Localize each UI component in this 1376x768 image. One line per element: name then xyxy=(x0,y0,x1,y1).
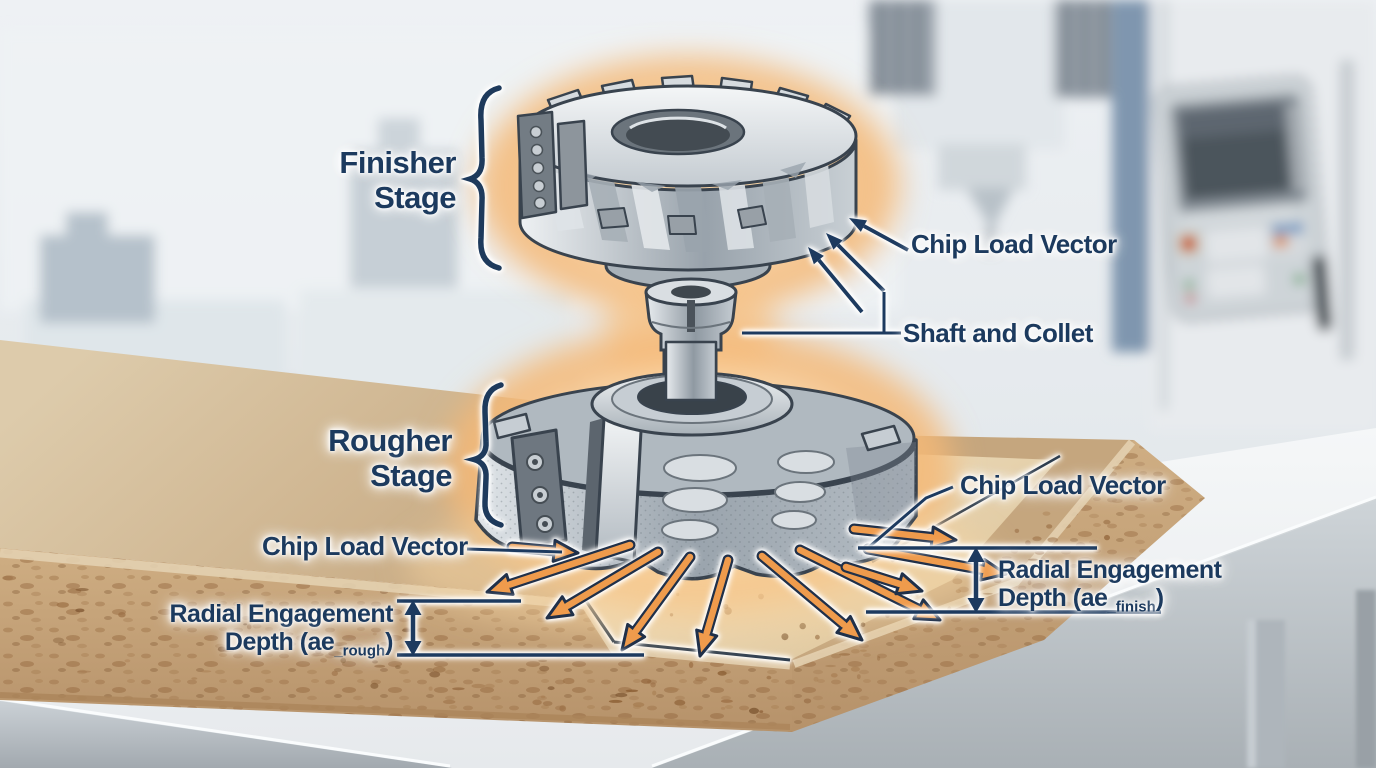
chip-load-arrow xyxy=(485,539,636,596)
finisher-chip-load-arrow xyxy=(849,218,909,252)
radial-rough-line1: Radial Engagement xyxy=(169,600,394,628)
finisher-stage-label: Finisher Stage xyxy=(339,145,456,215)
chip-load-arrows xyxy=(485,523,1008,658)
collet-slit xyxy=(687,300,695,332)
cnc-machine-illustration xyxy=(1112,0,1376,430)
radial-engagement-finish-label: Radial Engagement Depth (ae_finish) xyxy=(998,556,1222,616)
chip-load-vector-right-label: Chip Load Vector xyxy=(960,470,1166,500)
cnc-spindle-illustration xyxy=(868,0,1122,252)
insert-screws xyxy=(529,125,547,210)
blurred-machine-silhouette xyxy=(40,235,155,323)
chip-load-arrow xyxy=(848,523,958,550)
rougher-brace xyxy=(463,382,504,528)
chip-load-arrow xyxy=(840,561,924,596)
rougher-cutter-illustration xyxy=(474,340,918,581)
rougher-blade xyxy=(594,410,644,564)
dimension-rough xyxy=(397,599,644,657)
stage-braces xyxy=(460,85,504,528)
radial-finish-line2: Depth (ae_finish) xyxy=(998,584,1164,616)
control-panel xyxy=(1153,75,1333,332)
finisher-chip-load-arrows xyxy=(808,218,909,314)
finisher-chip-load-arrow xyxy=(826,233,886,293)
emergency-stop-button xyxy=(1180,235,1197,252)
rougher-stage-line1: Rougher xyxy=(328,423,452,458)
table-legs xyxy=(1247,590,1376,768)
ae-finish-subscript: _finish xyxy=(1107,598,1156,616)
radial-finish-line1: Radial Engagement xyxy=(998,556,1222,584)
table-front-face xyxy=(0,701,452,768)
chip-load-left-leader xyxy=(466,547,563,554)
radial-rough-line2: Depth (ae_rough) xyxy=(224,628,394,660)
finisher-brace xyxy=(460,85,502,271)
particle-core-texture xyxy=(2,575,772,715)
chip-load-arrow xyxy=(756,550,864,642)
chip-load-right-leader xyxy=(868,485,954,549)
radial-engagement-rough-label: Radial Engagement Depth (ae_rough) xyxy=(170,600,394,660)
finisher-stage-line2: Stage xyxy=(374,179,456,215)
ae-rough-subscript: _rough xyxy=(334,642,386,660)
chip-load-arrow xyxy=(794,544,942,622)
rougher-flutes xyxy=(661,450,835,541)
shaft-and-collet-label: Shaft and Collet xyxy=(903,318,1093,348)
finisher-cutter-illustration xyxy=(516,74,858,290)
callout-leader-lines xyxy=(466,292,954,554)
chip-load-vector-left-label: Chip Load Vector xyxy=(262,531,468,561)
rougher-stage-label: Rougher Stage xyxy=(328,423,452,493)
dimension-finish xyxy=(858,546,1161,614)
chip-load-arrow xyxy=(620,551,696,652)
panel-handle xyxy=(1311,255,1333,332)
finisher-stage-line1: Finisher xyxy=(339,145,456,180)
chip-load-arrow xyxy=(695,554,734,658)
chip-load-arrow xyxy=(862,543,1008,582)
blurred-machine-silhouette xyxy=(350,150,458,288)
finisher-chip-load-arrow xyxy=(808,247,864,314)
rougher-stage-line2: Stage xyxy=(370,457,452,493)
chip-load-arrow xyxy=(545,546,664,620)
chip-load-vector-top-label: Chip Load Vector xyxy=(911,229,1117,259)
